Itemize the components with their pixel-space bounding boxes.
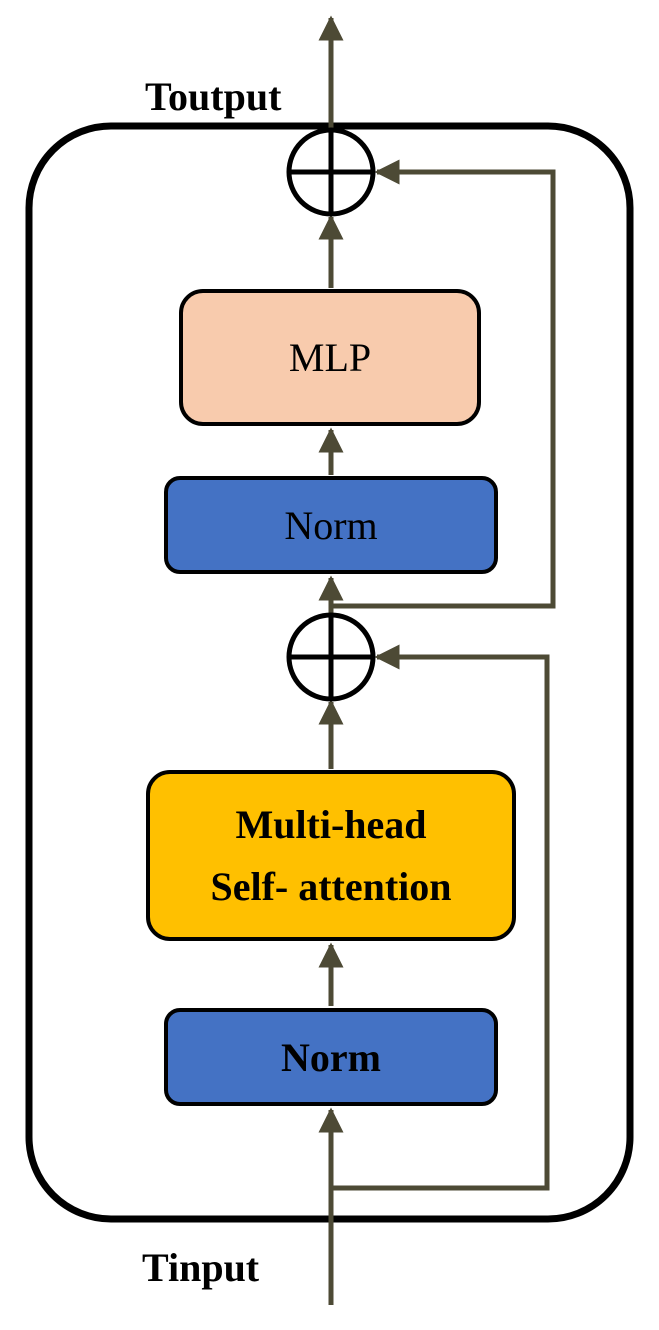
mlp-label: MLP bbox=[288, 335, 372, 380]
multi-head-self-attention-block: Multi-head Self- attention bbox=[146, 770, 516, 941]
residual-connection-2 bbox=[331, 159, 556, 609]
attention-label-line1: Multi-head bbox=[235, 801, 427, 847]
norm-top-label: Norm bbox=[284, 502, 378, 548]
norm-block-top: Norm bbox=[164, 476, 498, 574]
add-node-top bbox=[286, 127, 376, 217]
input-label: Tinput bbox=[142, 1245, 260, 1290]
output-label: Toutput bbox=[145, 74, 282, 119]
norm-block-bottom: Norm bbox=[164, 1008, 498, 1106]
attention-label-line2: Self- attention bbox=[210, 863, 452, 909]
norm-bottom-label: Norm bbox=[281, 1034, 381, 1080]
add-node-middle bbox=[286, 612, 376, 702]
mlp-block: MLP bbox=[179, 289, 481, 426]
residual-connection-1 bbox=[331, 644, 550, 1191]
